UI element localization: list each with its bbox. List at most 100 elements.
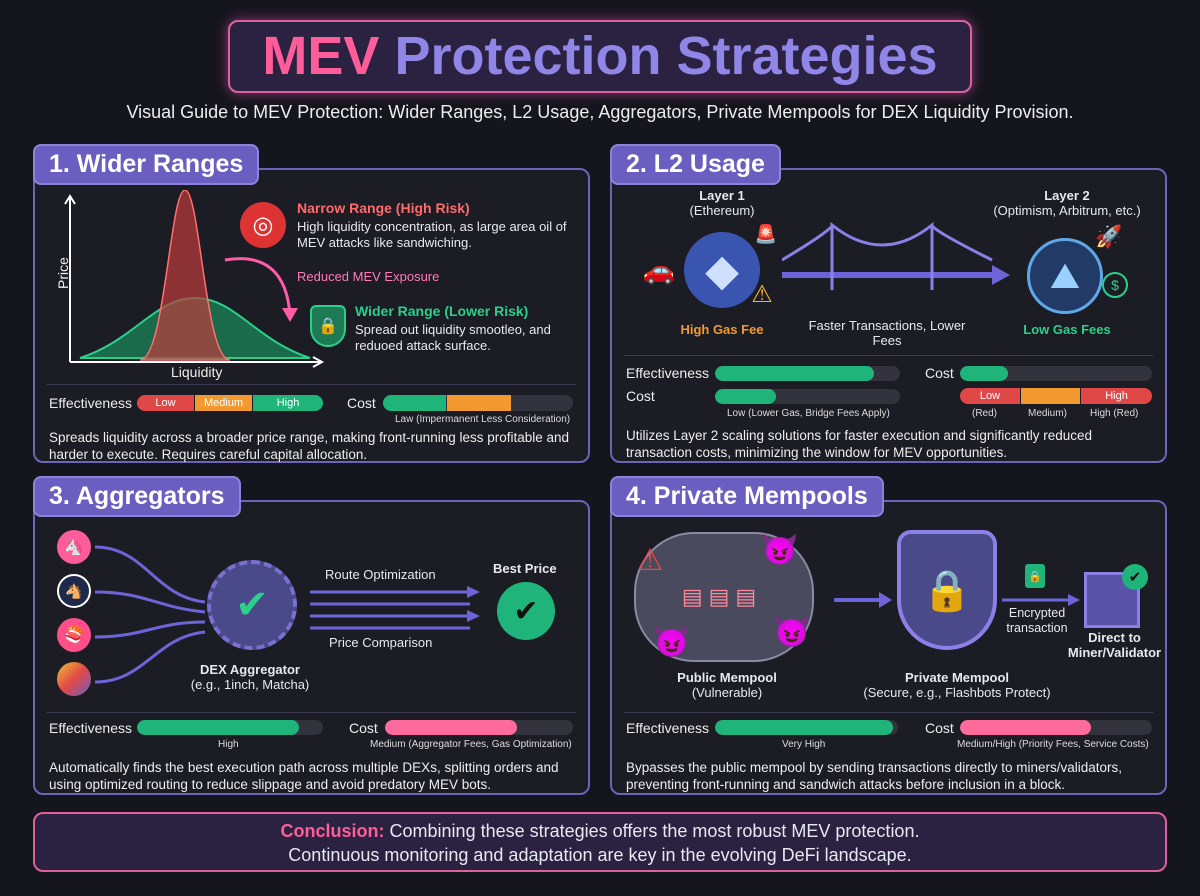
scale-high: High [253, 395, 323, 411]
price-label: Price Comparison [329, 635, 433, 650]
reduced-mev-label: Reduced MEV Exposure [297, 269, 440, 284]
divider [624, 355, 1153, 356]
bar-fill [715, 389, 777, 404]
bridge-icon [782, 221, 1010, 290]
layer2-label: Layer 2(Optimism, Arbitrum, etc.) [982, 188, 1152, 218]
conclusion-box: Conclusion: Combining these strategies o… [33, 812, 1167, 872]
target-warning-icon: ◎ [240, 202, 286, 248]
scale-note-low: (Red) [972, 408, 998, 419]
uniswap-icon: 🦄 [57, 530, 91, 564]
layer2-title: Layer 2 [1044, 188, 1090, 203]
bridge-label: Faster Transactions, Lower Fees [808, 318, 966, 348]
cost-label: Cost [626, 388, 655, 404]
wider-heading: Wider Range (Lower Risk) [355, 303, 529, 319]
divider [47, 712, 576, 713]
cost-note: Law (Impermanent Less Consideration) [395, 414, 571, 425]
arrow-icon [834, 592, 892, 608]
panel-private-mempools: 4. Private Mempools ▤▤▤ ⚠ 😈 😈 😈 Public M… [610, 476, 1167, 795]
divider [47, 384, 576, 385]
cost-bar [383, 395, 573, 411]
layer1-label: Layer 1(Ethereum) [667, 188, 777, 218]
public-mempool-cloud [634, 532, 814, 662]
effectiveness-note: High [218, 739, 239, 750]
private-sub: (Secure, e.g., Flashbots Protect) [863, 685, 1051, 700]
panel-aggregators: 3. Aggregators 🦄 🐴 🍣 ✔ DEX Aggregator(e.… [33, 476, 590, 795]
rocket-icon: 🚀 [1095, 224, 1123, 249]
x-axis-label: Liquidity [171, 364, 223, 380]
direct-label: Direct to Miner/Validator [1067, 630, 1162, 660]
scale-low: Low [137, 395, 194, 411]
check-icon: ✔ [1122, 564, 1148, 590]
coins-check-icon: ✔ [497, 582, 555, 640]
effectiveness-bar [715, 366, 900, 381]
cost-label: Cost [347, 395, 376, 411]
effectiveness-bar [137, 720, 323, 735]
panel-title: 1. Wider Ranges [33, 144, 260, 185]
bar-fill [385, 720, 517, 735]
route-label: Route Optimization [325, 567, 436, 582]
shield-lock-icon: 🔒 [897, 530, 997, 650]
x-axis [70, 356, 325, 368]
1inch-icon: 🐴 [57, 574, 91, 608]
encrypted-doc-icon: 🔒 [1025, 564, 1045, 588]
conclusion-line2: Continuous monitoring and adaptation are… [288, 845, 912, 865]
cost-label: Cost [925, 720, 954, 736]
title-mev: MEV [262, 26, 380, 86]
layer1-title: Layer 1 [699, 188, 745, 203]
ethereum-icon: ◆ [684, 232, 760, 308]
private-mempool-label: Private Mempool(Secure, e.g., Flashbots … [862, 670, 1052, 700]
bar-fill [715, 720, 893, 735]
scale-low: Low [960, 388, 1020, 404]
scale-high: High [1081, 388, 1152, 404]
arrow-icon [1002, 594, 1080, 606]
bar-fill [715, 366, 875, 381]
page-title: MEV Protection Strategies [228, 20, 972, 93]
right-cost-bar [960, 366, 1152, 381]
cost-bar [960, 720, 1152, 735]
layer2-sub: (Optimism, Arbitrum, etc.) [993, 203, 1141, 218]
bar-fill [137, 720, 299, 735]
narrow-range-curve [139, 190, 231, 361]
panel-wider-ranges: 1. Wider Ranges Price Liquidity ◎ Narrow… [33, 144, 590, 463]
panel-title: 2. L2 Usage [610, 144, 781, 185]
cost-note: Low (Lower Gas, Bridge Fees Apply) [727, 408, 890, 419]
cost-label: Cost [349, 720, 378, 736]
layer2-fee: Low Gas Fees [1023, 322, 1111, 337]
panel-title: 3. Aggregators [33, 476, 241, 517]
devil-bot-icon: 😈 [773, 615, 811, 649]
panel-l2-usage: 2. L2 Usage Layer 1(Ethereum) ◆ 🚗 ⚠ 🚨 Hi… [610, 144, 1167, 463]
devil-bot-icon: 😈 [761, 533, 799, 567]
description: Spreads liquidity across a broader price… [49, 430, 570, 462]
y-axis [64, 194, 76, 362]
transactions-icon: ▤▤▤ [681, 584, 763, 609]
description: Bypasses the public mempool by sending t… [626, 760, 1122, 792]
cost-note: Medium/High (Priority Fees, Service Cost… [957, 739, 1149, 750]
narrow-heading: Narrow Range (High Risk) [297, 200, 470, 216]
encrypted-label: Encrypted transaction [1006, 606, 1068, 635]
private-title: Private Mempool [904, 670, 1010, 685]
traffic-cars-icon: 🚗 [642, 254, 676, 285]
divider [624, 712, 1153, 713]
right-cost-label: Cost [925, 365, 954, 381]
y-axis-label: Price [54, 257, 71, 289]
effectiveness-label: Effectiveness [49, 720, 133, 736]
cost-bar [715, 389, 900, 404]
public-sub: (Vulnerable) [691, 685, 763, 700]
curve-icon [57, 662, 91, 696]
layer1-fee: High Gas Fee [680, 322, 764, 337]
public-mempool-label: Public Mempool(Vulnerable) [662, 670, 792, 700]
narrow-text: High liquidity concentration, as large a… [297, 219, 567, 250]
cost-note: Medium (Aggregator Fees, Gas Optimizatio… [370, 739, 572, 750]
devil-bot-icon: 😈 [653, 625, 691, 659]
conclusion-line1: Combining these strategies offers the mo… [389, 821, 920, 841]
aggregator-title: DEX Aggregator [200, 662, 300, 677]
effectiveness-bar [715, 720, 898, 735]
aggregator-label: DEX Aggregator(e.g., 1inch, Matcha) [175, 662, 325, 692]
liquidity-distribution-chart [64, 190, 325, 368]
gear-magnifier-icon: ✔ [207, 560, 297, 650]
curved-arrow-icon [224, 257, 298, 322]
scale-note-high: High (Red) [1090, 408, 1139, 419]
dollar-icon: $ [1102, 272, 1128, 298]
routing-arrows [95, 545, 480, 684]
effectiveness-label: Effectiveness [626, 365, 710, 381]
